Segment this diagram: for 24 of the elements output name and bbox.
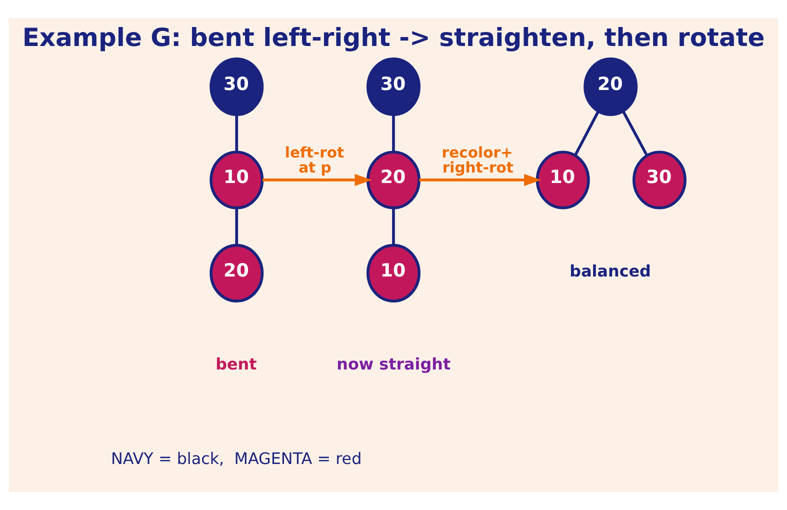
connector: [574, 110, 600, 156]
node-circle: 20: [210, 244, 264, 302]
node-circle: 20: [584, 58, 638, 116]
edge-label: recolor+ right-rot: [442, 144, 514, 176]
node-circle: 10: [210, 150, 264, 210]
label: now straight: [336, 354, 451, 374]
node-circle: 30: [366, 58, 420, 116]
connector: [392, 208, 395, 246]
connector: [235, 114, 238, 152]
connector: [392, 114, 395, 152]
arrow: [262, 174, 372, 186]
node-circle: 10: [536, 150, 590, 210]
arrow: [419, 174, 542, 186]
node-circle: 10: [366, 244, 420, 302]
node-circle: 20: [366, 150, 420, 210]
label: NAVY = black, MAGENTA = red: [111, 448, 362, 468]
label: bent: [216, 354, 257, 374]
connector: [235, 208, 238, 246]
connector: [622, 110, 648, 156]
label: balanced: [570, 261, 651, 280]
node-circle: 30: [210, 58, 264, 116]
edge-label: left-rot at p: [284, 144, 344, 176]
node-circle: 30: [632, 150, 686, 210]
diagram-title: Example G: bent left-right -> straighten, then rotate: [22, 22, 765, 52]
